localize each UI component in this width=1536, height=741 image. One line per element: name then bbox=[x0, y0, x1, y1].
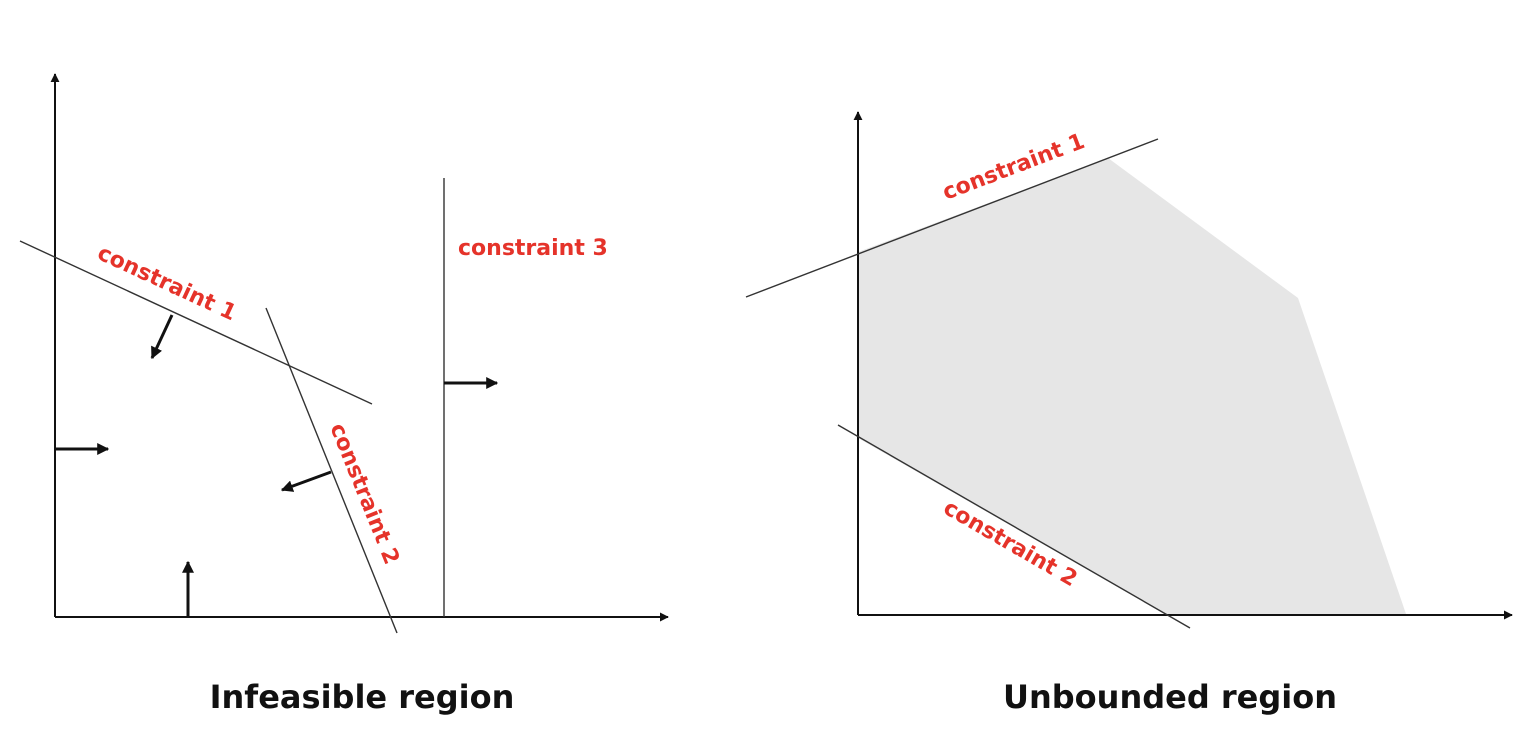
constraint-1-direction-arrow bbox=[150, 314, 174, 360]
constraint-2-direction-arrow bbox=[280, 470, 332, 492]
infeasible-region-caption: Infeasible region bbox=[210, 678, 515, 716]
left-constraint-1-label: constraint 1 bbox=[93, 241, 239, 327]
unbounded-panel: constraint 1 constraint 2 Unbounded regi… bbox=[745, 111, 1513, 716]
left-constraint-3-label: constraint 3 bbox=[458, 236, 608, 261]
unbounded-region-caption: Unbounded region bbox=[1003, 678, 1337, 716]
left-constraint-2-line bbox=[265, 307, 398, 634]
left-constraint-2-label: constraint 2 bbox=[324, 420, 403, 568]
infeasible-panel: constraint 1 constraint 2 constraint 3 I… bbox=[19, 73, 669, 716]
left-constraint-1-line bbox=[19, 240, 373, 405]
unbounded-feasible-region bbox=[858, 158, 1406, 614]
right-constraint-2-line bbox=[837, 424, 1191, 629]
right-constraint-1-line bbox=[745, 138, 1159, 298]
